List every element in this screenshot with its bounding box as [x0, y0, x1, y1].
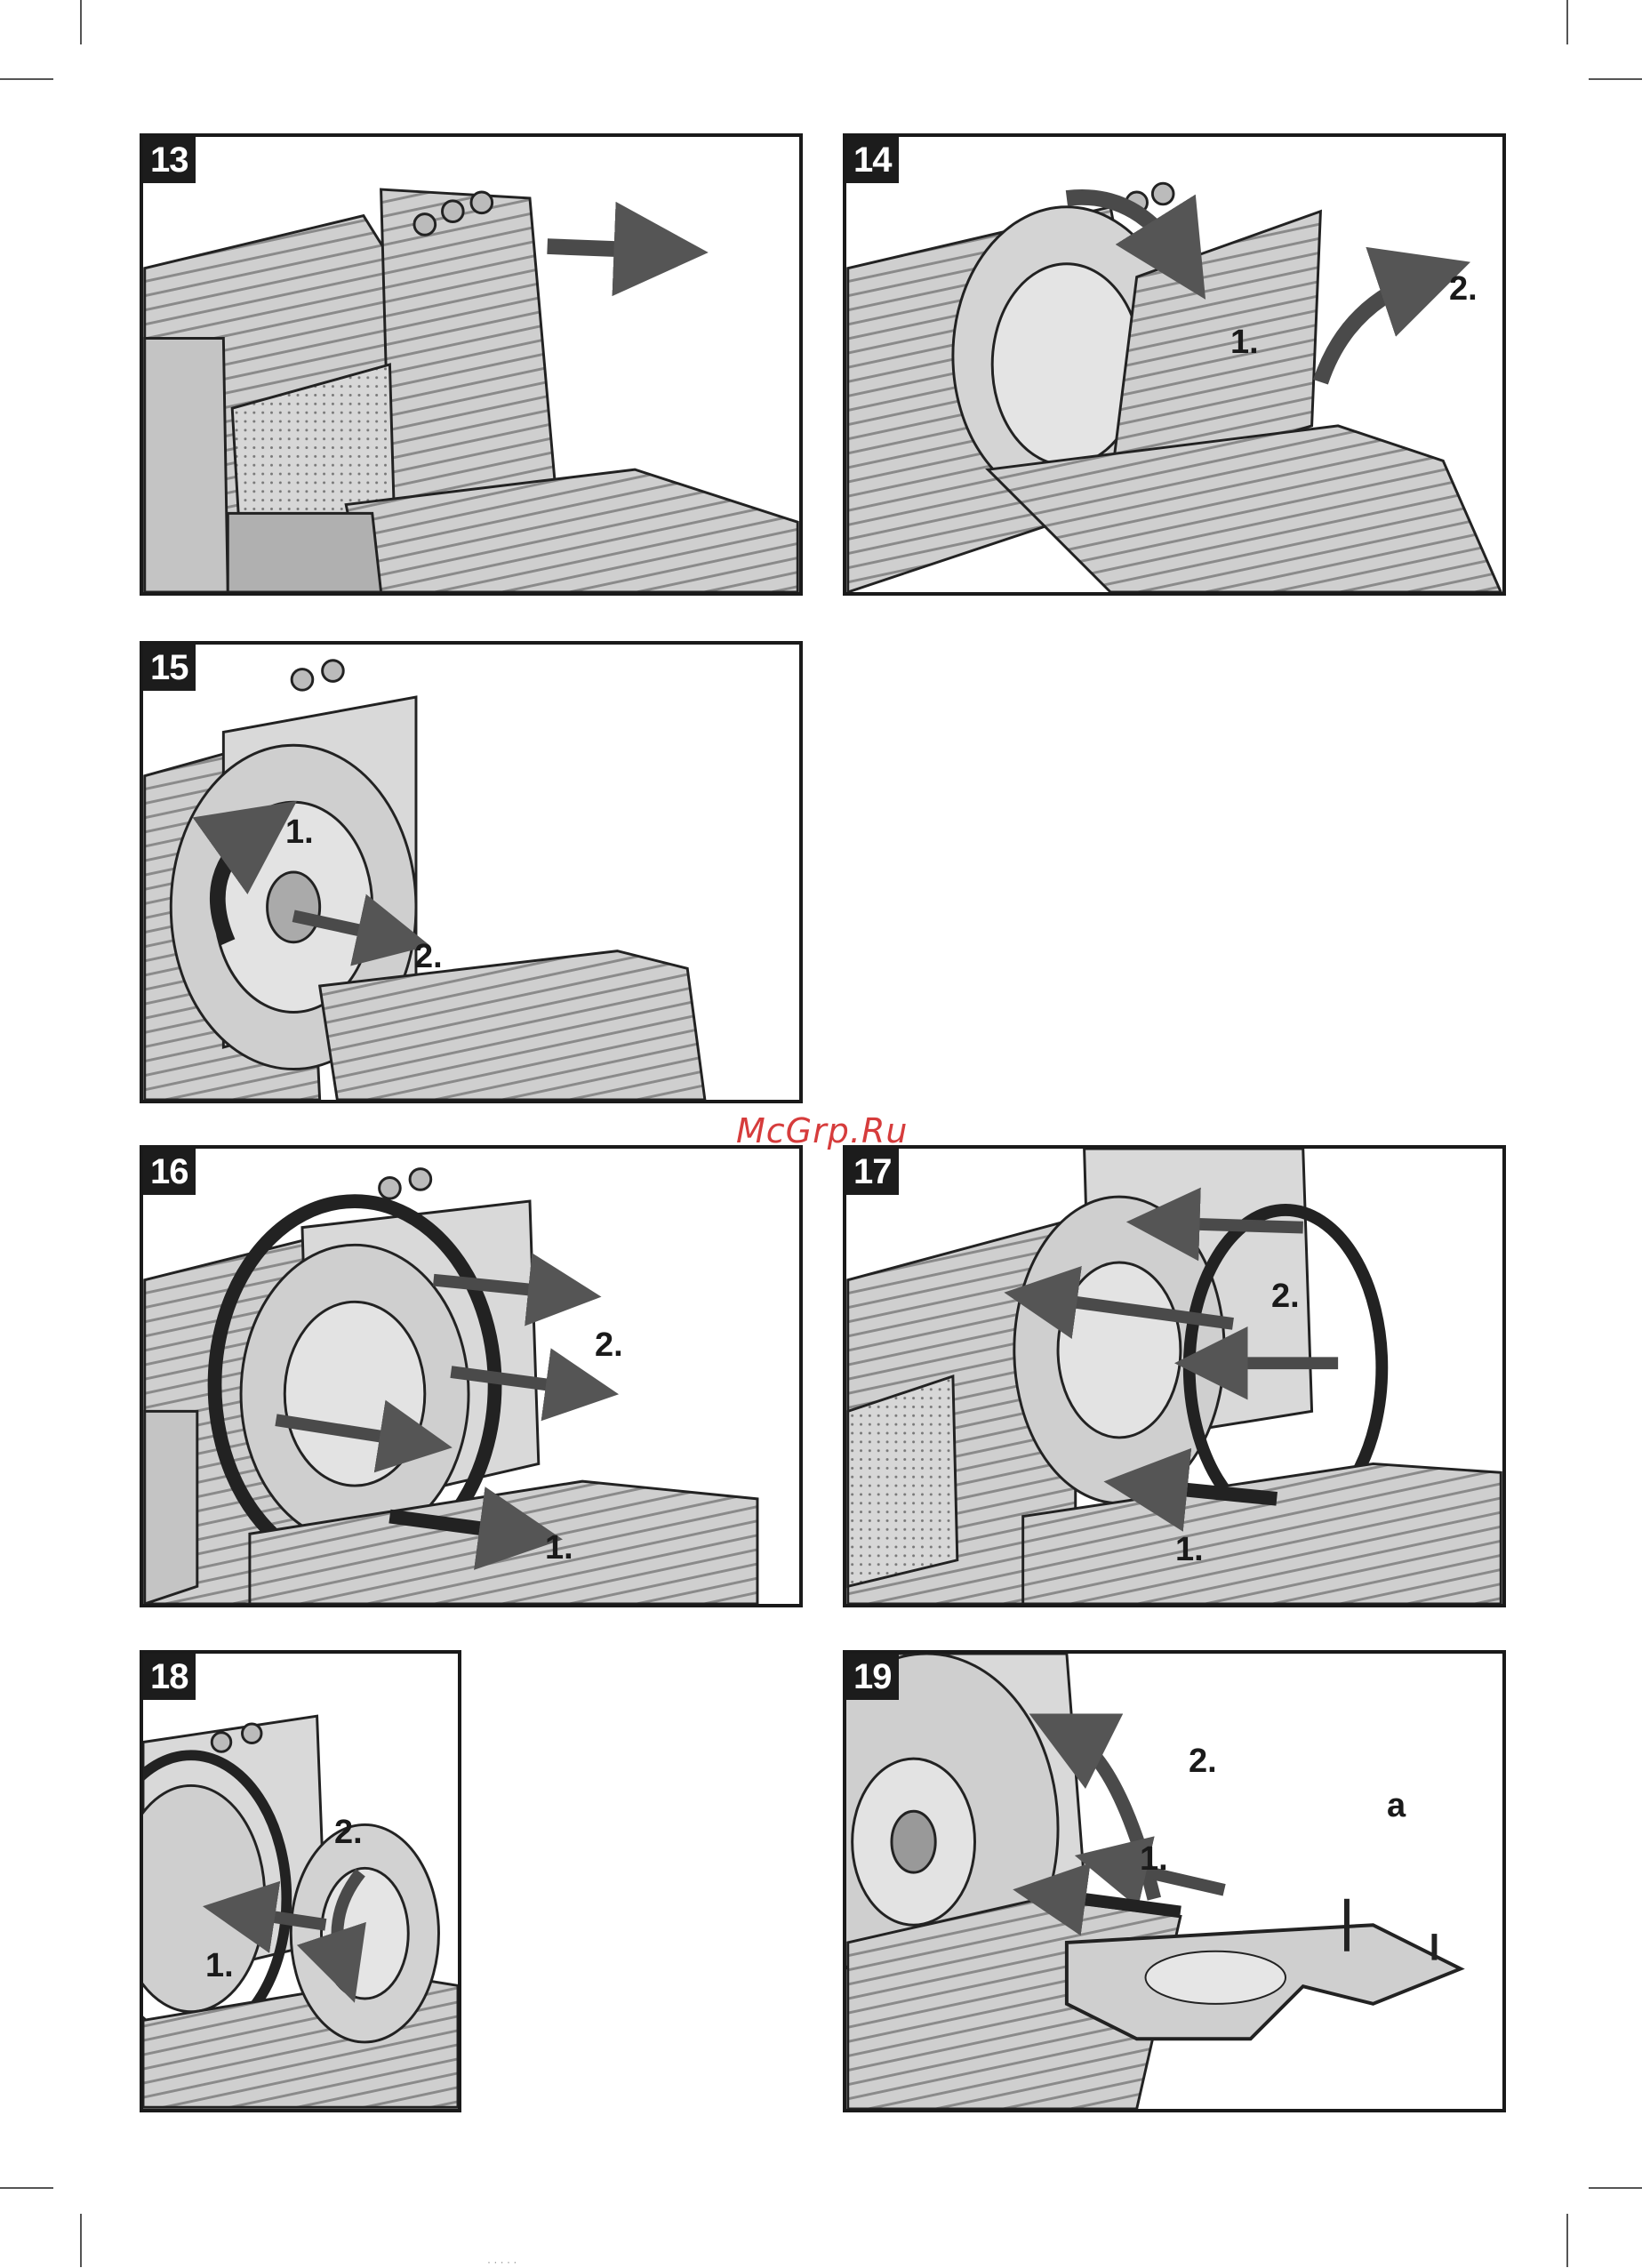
panel-number: 16: [143, 1149, 196, 1195]
footer-mark: · · · · ·: [487, 2256, 517, 2268]
step-label-1: 1.: [1140, 1840, 1168, 1879]
crop-mark: [1589, 78, 1642, 80]
figure-panel-17: 17 1. 2.: [843, 1145, 1506, 1607]
step-label-2: 2.: [595, 1326, 623, 1365]
step-label-1: 1.: [285, 813, 314, 852]
step-label-2: 2.: [1189, 1743, 1217, 1781]
step-label-1: 1.: [205, 1947, 234, 1985]
panel-number: 17: [846, 1149, 899, 1195]
illustration-panel-15: [143, 645, 799, 1100]
illustration-panel-19: [846, 1654, 1502, 2109]
crop-mark: [0, 78, 53, 80]
step-label-2: 2.: [414, 938, 443, 976]
panel-number: 19: [846, 1654, 899, 1700]
illustration-panel-18: [143, 1654, 458, 2109]
step-label-2: 2.: [1449, 270, 1478, 309]
figure-panel-13: 13: [140, 133, 803, 596]
panel-number: 18: [143, 1654, 196, 1700]
crop-mark: [80, 0, 82, 44]
step-label-1: 1.: [1230, 324, 1259, 362]
crop-mark: [1589, 2187, 1642, 2189]
figure-panel-14: 14 1. 2.: [843, 133, 1506, 596]
figure-panel-15: 15 1. 2.: [140, 641, 803, 1103]
crop-mark: [1566, 0, 1568, 44]
step-label-1: 1.: [545, 1529, 573, 1567]
step-label-2: 2.: [334, 1814, 363, 1852]
step-label-2: 2.: [1271, 1278, 1300, 1316]
component-label-a: a: [1387, 1787, 1406, 1825]
step-label-1: 1.: [1175, 1531, 1204, 1569]
illustration-panel-17: [846, 1149, 1502, 1604]
figure-panel-18: 18 1. 2.: [140, 1650, 461, 2112]
illustration-panel-16: [143, 1149, 799, 1604]
crop-mark: [80, 2214, 82, 2267]
crop-mark: [0, 2187, 53, 2189]
panel-number: 14: [846, 137, 899, 183]
figure-panel-16: 16 1. 2.: [140, 1145, 803, 1607]
illustration-panel-13: [143, 137, 799, 592]
figure-panel-19: 19 1. 2. a: [843, 1650, 1506, 2112]
crop-mark: [1566, 2214, 1568, 2267]
panel-number: 15: [143, 645, 196, 691]
panel-number: 13: [143, 137, 196, 183]
illustration-panel-14: [846, 137, 1502, 592]
